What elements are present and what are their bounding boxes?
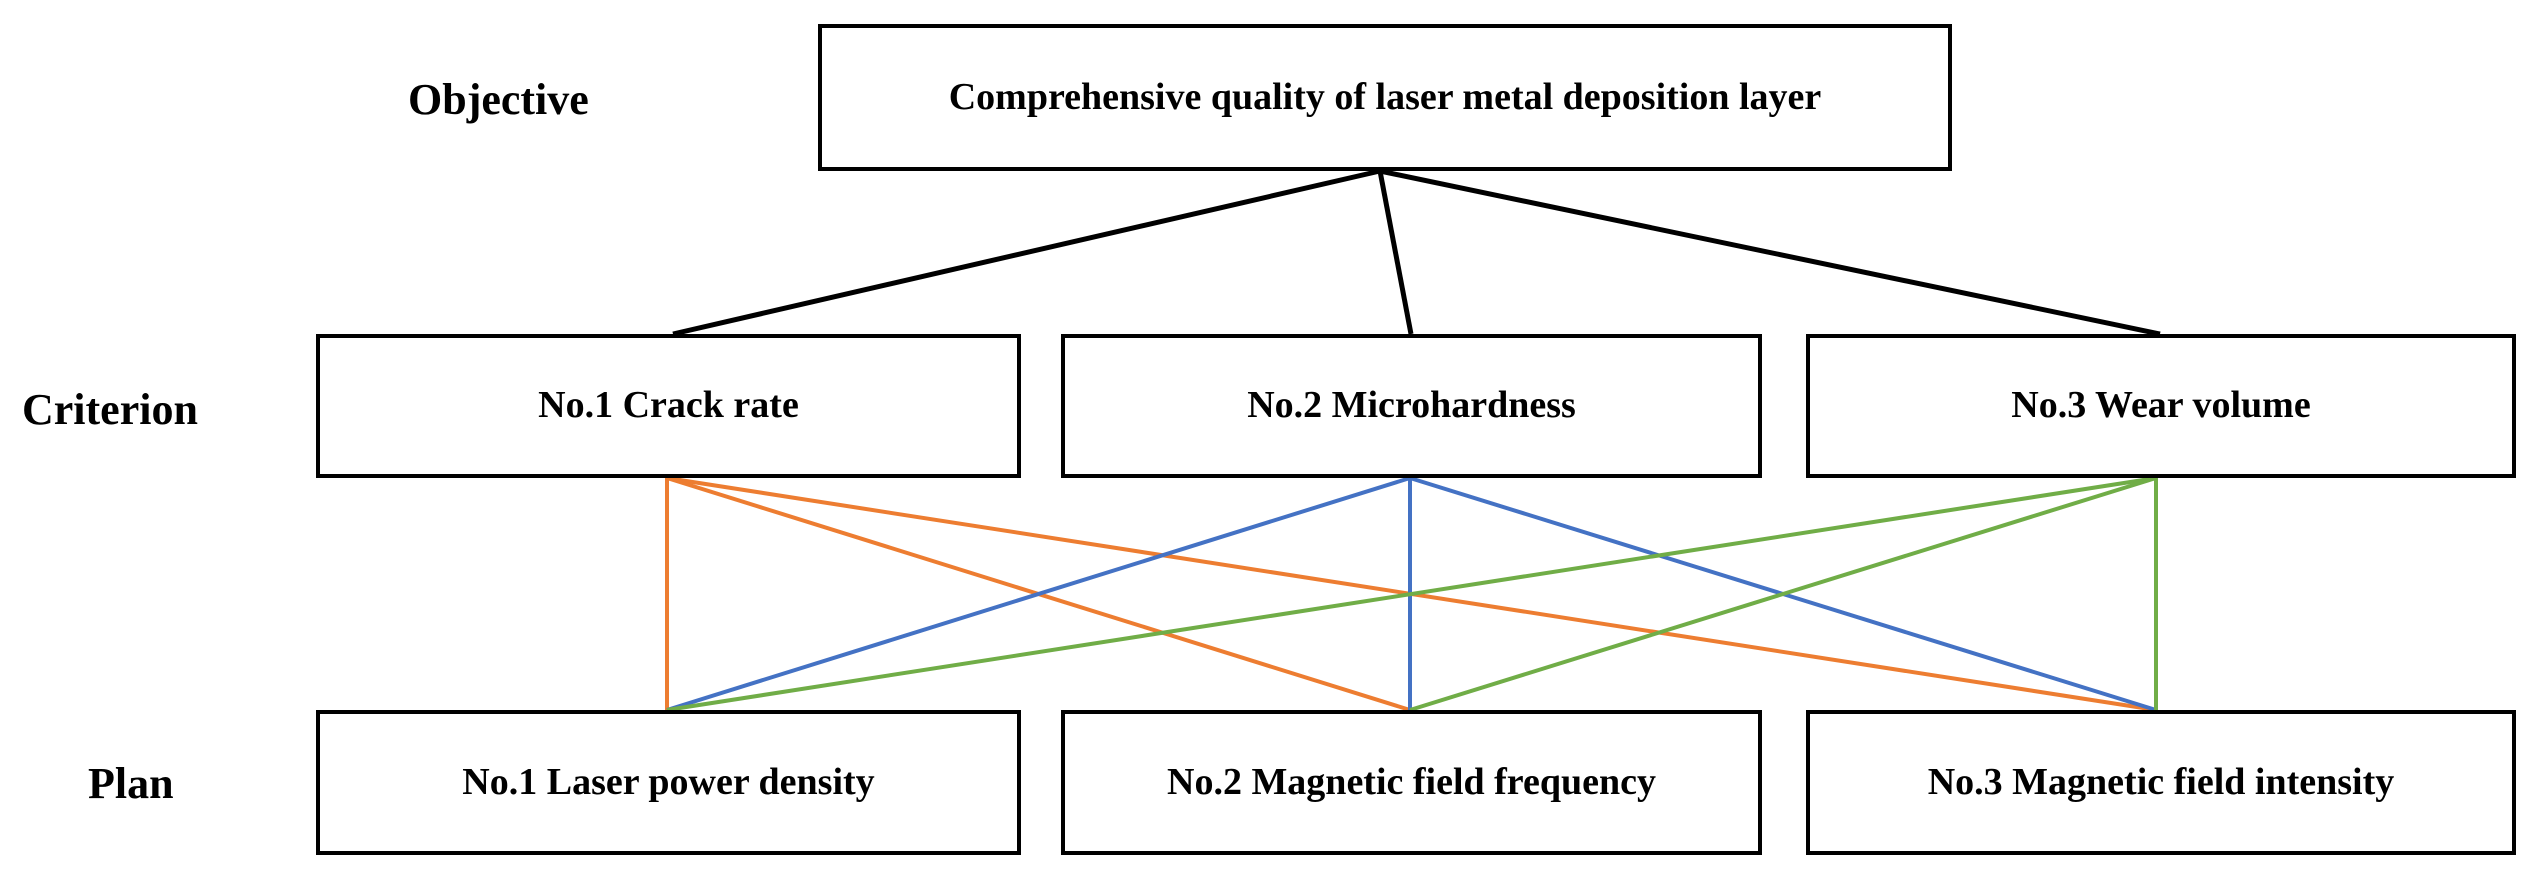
plan-text: No.3 Magnetic field intensity <box>1927 760 2395 803</box>
criterion-plan-links <box>665 476 2158 712</box>
criterion-text: No.1 Crack rate <box>538 384 799 427</box>
criterion-box-wear-volume: No.3 Wear volume <box>1806 334 2516 478</box>
criterion-text: No.3 Wear volume <box>2011 384 2311 427</box>
plan-box-magnetic-field-frequency: No.2 Magnetic field frequency <box>1061 710 1762 855</box>
criterion-text: No.2 Microhardness <box>1247 384 1576 427</box>
objective-box: Comprehensive quality of laser metal dep… <box>818 24 1952 171</box>
level-label-objective: Objective <box>408 75 589 124</box>
objective-link-0 <box>672 168 1381 337</box>
criterion-2-plan-0-link <box>666 476 2157 712</box>
criterion-box-crack-rate: No.1 Crack rate <box>316 334 1021 478</box>
level-label-criterion: Criterion <box>22 385 198 434</box>
objective-text: Comprehensive quality of laser metal dep… <box>948 75 1822 118</box>
level-label-plan: Plan <box>88 759 174 808</box>
criterion-1-plan-0-link <box>666 476 1411 712</box>
plan-text: No.2 Magnetic field frequency <box>1167 760 1656 803</box>
plan-text: No.1 Laser power density <box>462 760 875 803</box>
criterion-box-microhardness: No.2 Microhardness <box>1061 334 1762 478</box>
criterion-2-plan-1-link <box>1409 476 2157 712</box>
objective-link-2 <box>1379 168 2161 337</box>
plan-box-magnetic-field-intensity: No.3 Magnetic field intensity <box>1806 710 2516 855</box>
plan-box-laser-power-density: No.1 Laser power density <box>316 710 1021 855</box>
objective-links <box>672 168 2161 337</box>
objective-link-1 <box>1377 170 1414 335</box>
